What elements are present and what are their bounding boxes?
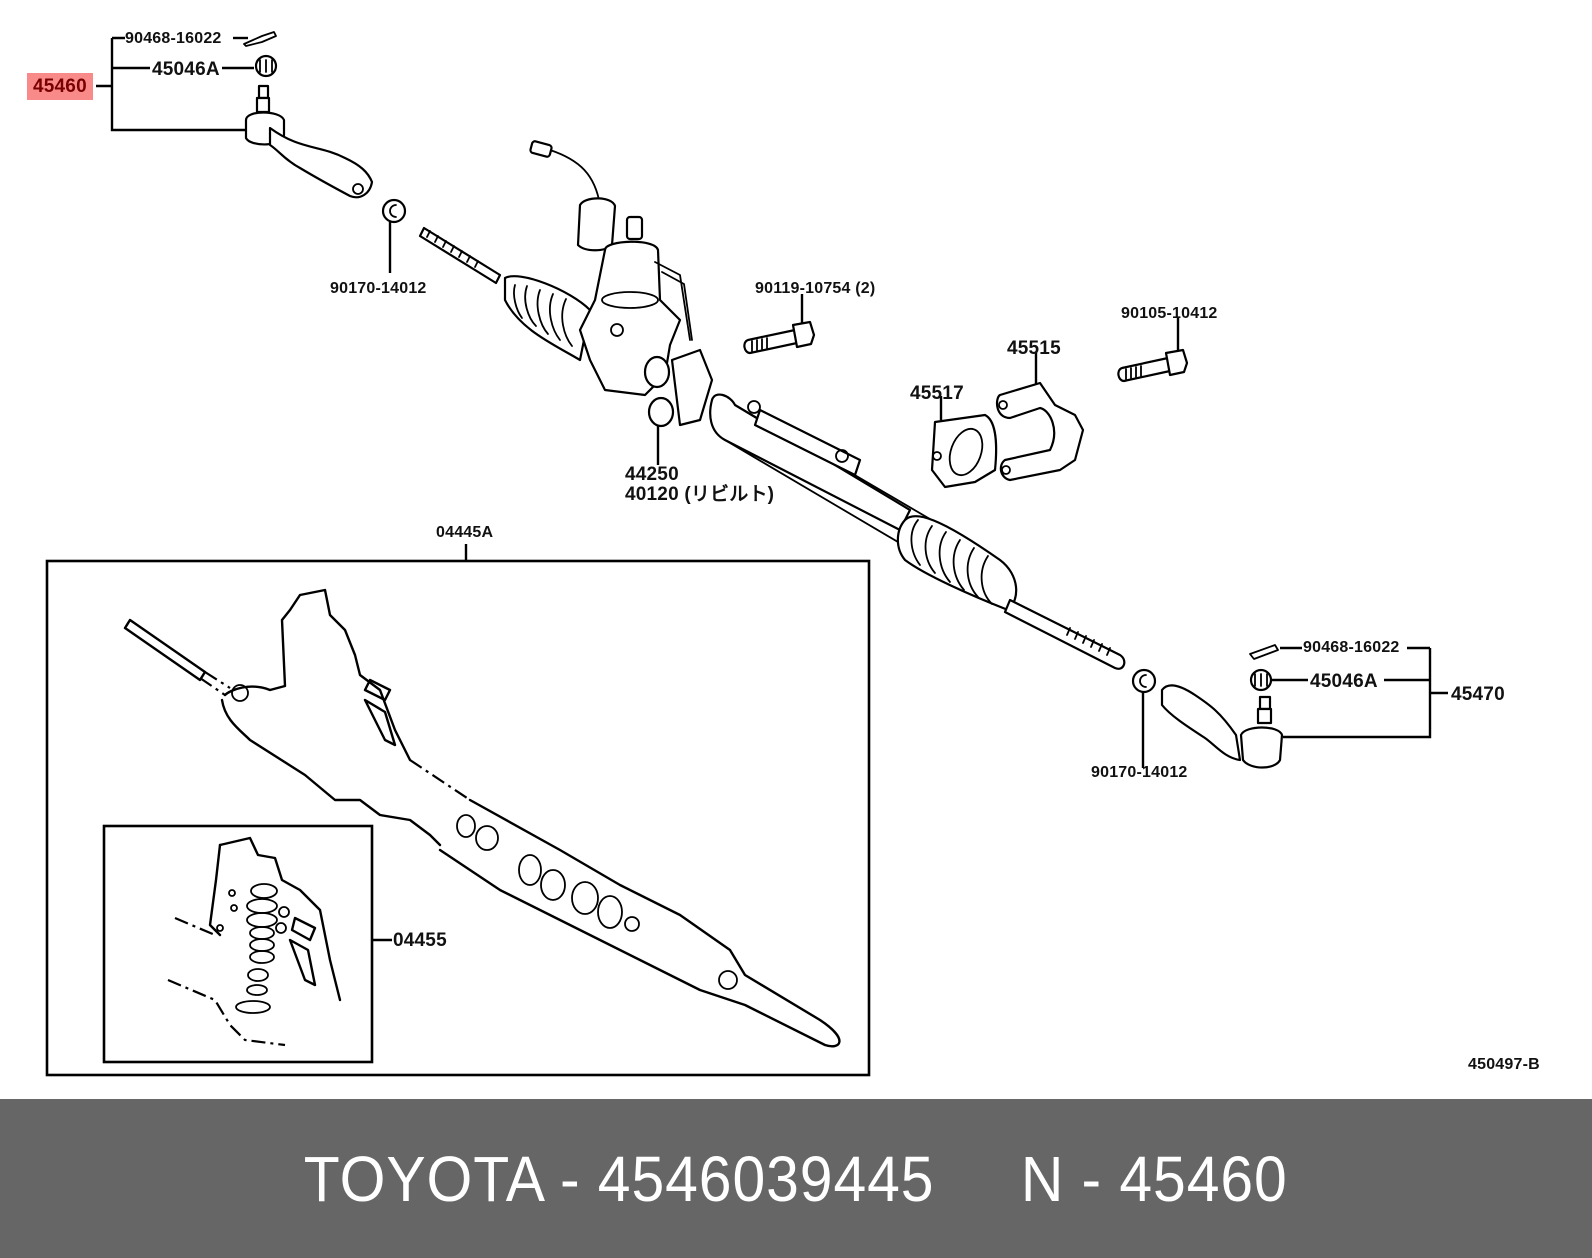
cotter-pin-right-icon bbox=[1249, 644, 1279, 660]
part-number-banner: TOYOTA - 4546039445 N - 45460 bbox=[0, 1099, 1592, 1258]
bracket-icon bbox=[995, 352, 1085, 482]
label-gear-rebuilt[interactable]: 40120 (リビルト) bbox=[625, 484, 775, 505]
label-cotter-pin-left[interactable]: 90468-16022 bbox=[125, 30, 222, 47]
label-bolt-pair[interactable]: 90119-10754 (2) bbox=[755, 280, 876, 297]
label-tie-rod-end-right[interactable]: 45470 bbox=[1451, 684, 1505, 705]
tie-rod-end-left-icon bbox=[244, 84, 374, 199]
valve-kit-frame bbox=[102, 824, 374, 1064]
label-valve-gasket-kit[interactable]: 04455 bbox=[393, 930, 447, 951]
label-cotter-pin-right[interactable]: 90468-16022 bbox=[1303, 639, 1400, 656]
illustration-code: 450497-B bbox=[1468, 1056, 1540, 1073]
tie-rod-end-right-icon bbox=[1160, 684, 1284, 769]
tie-rod-end-left-group bbox=[96, 31, 407, 273]
label-lock-nut-right[interactable]: 90170-14012 bbox=[1091, 764, 1188, 781]
label-bolt-single[interactable]: 90105-10412 bbox=[1121, 305, 1218, 322]
gasket-kit-icon bbox=[123, 588, 841, 1048]
label-grommet[interactable]: 45517 bbox=[910, 383, 964, 404]
bolt-single-icon bbox=[1117, 318, 1189, 383]
valve-kit-icon bbox=[167, 836, 342, 1047]
label-lock-nut-left[interactable]: 90170-14012 bbox=[330, 280, 427, 297]
castle-nut-left-icon bbox=[254, 54, 278, 78]
parts-diagram: 90468-16022 45046A 45460 90170-14012 901… bbox=[27, 30, 1540, 1077]
label-gasket-kit[interactable]: 04445A bbox=[436, 524, 494, 541]
left-bracket-leader bbox=[96, 36, 245, 132]
label-nut-left[interactable]: 45046A bbox=[152, 59, 220, 80]
label-tie-rod-end-left-highlighted[interactable]: 45460 bbox=[27, 73, 93, 100]
diagram-drawing bbox=[45, 31, 1448, 1077]
tie-rod-end-right-group bbox=[1131, 644, 1448, 769]
cotter-pin-left-icon bbox=[243, 31, 277, 47]
right-bracket-leader bbox=[1272, 646, 1448, 739]
label-bracket[interactable]: 45515 bbox=[1007, 338, 1061, 359]
lock-nut-right-icon bbox=[1131, 668, 1157, 694]
grommet-icon bbox=[930, 396, 998, 489]
banner-text: TOYOTA - 4546039445 N - 45460 bbox=[304, 1142, 1288, 1215]
label-nut-right[interactable]: 45046A bbox=[1310, 671, 1378, 692]
label-gear-assembly[interactable]: 44250 bbox=[625, 464, 679, 485]
lock-nut-left-icon bbox=[381, 198, 407, 224]
gasket-kit-frame bbox=[45, 559, 871, 1077]
steering-rack-assembly-icon bbox=[418, 140, 1126, 670]
bolt-pair-icon bbox=[743, 294, 816, 355]
castle-nut-right-icon bbox=[1249, 668, 1273, 692]
